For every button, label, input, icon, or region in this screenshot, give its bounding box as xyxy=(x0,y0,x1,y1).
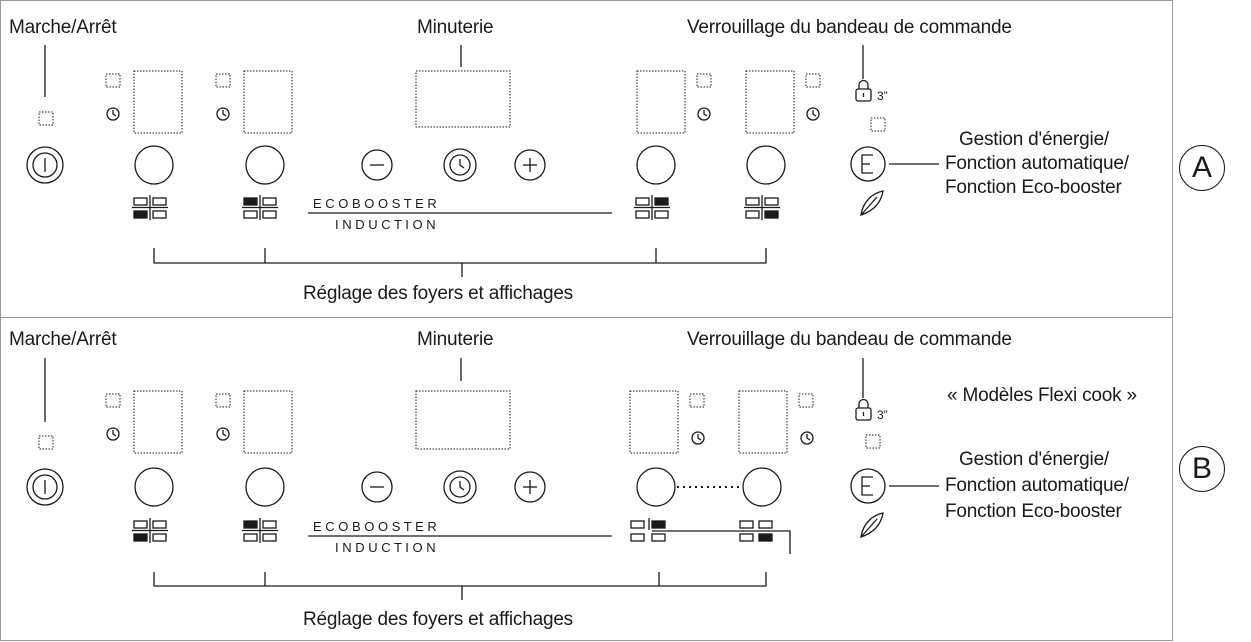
zone-3-timer-icon xyxy=(691,431,705,445)
zone-4-display xyxy=(738,390,788,454)
panel-a-badge: A xyxy=(1179,145,1225,191)
zone-2-position-icon xyxy=(242,518,278,543)
timer-label: Minuterie xyxy=(417,329,494,350)
zone-2-timer-icon xyxy=(216,427,230,441)
zone-3-position-icon xyxy=(634,195,670,220)
zone-4-timer-icon xyxy=(806,107,820,121)
panel-a: E C O B O O S T E R I N D U C T I O N 3”… xyxy=(0,0,1173,318)
energy-label-line1: Gestion d'énergie/ xyxy=(959,129,1110,150)
minus-button xyxy=(361,471,393,503)
eco-booster-text: E C O B O O S T E R xyxy=(313,519,437,534)
panel-b: E C O B O O S T E R I N D U C T I O N 3”… xyxy=(0,317,1173,641)
energy-label-line3: Fonction Eco-booster xyxy=(945,501,1122,522)
timer-display xyxy=(415,390,511,450)
energy-label-line1: Gestion d'énergie/ xyxy=(959,449,1110,470)
power-label: Marche/Arrêt xyxy=(9,17,117,38)
zone-2-display xyxy=(243,390,293,454)
timer-button xyxy=(443,148,477,182)
zone-1-display xyxy=(133,70,183,134)
lock-time-text: 3” xyxy=(877,89,888,103)
zone-4-timer-icon xyxy=(800,431,814,445)
lock-icon xyxy=(855,398,872,421)
zone-1-timer-icon xyxy=(106,427,120,441)
lock-label: Verrouillage du bandeau de commande xyxy=(687,17,1012,38)
zone-4-display xyxy=(745,70,795,134)
zone-4-button xyxy=(746,145,786,185)
induction-text: I N D U C T I O N xyxy=(335,217,436,232)
minus-button xyxy=(361,149,393,181)
zone-3-display xyxy=(636,70,686,134)
power-button xyxy=(26,146,64,184)
lock-label: Verrouillage du bandeau de commande xyxy=(687,329,1012,350)
panel-a-diagram: E C O B O O S T E R I N D U C T I O N 3” xyxy=(26,45,939,277)
zones-label: Réglage des foyers et affichages xyxy=(303,609,573,630)
plus-button xyxy=(514,471,546,503)
zone-2-timer-icon xyxy=(216,107,230,121)
zone-3-display xyxy=(629,390,679,454)
zones-label: Réglage des foyers et affichages xyxy=(303,283,573,304)
power-label: Marche/Arrêt xyxy=(9,329,117,350)
leaf-icon xyxy=(860,190,884,216)
timer-display xyxy=(415,70,511,128)
energy-label-line3: Fonction Eco-booster xyxy=(945,177,1122,198)
zone-1-timer-icon xyxy=(106,107,120,121)
plus-button xyxy=(514,149,546,181)
zone-3-button xyxy=(636,467,676,507)
zone-2-display xyxy=(243,70,293,134)
zone-4-position-icon xyxy=(744,195,780,220)
power-button xyxy=(26,468,64,506)
lock-time-text: 3” xyxy=(877,408,888,422)
zone-1-display xyxy=(133,390,183,454)
zone-3-button xyxy=(636,145,676,185)
zone-2-button xyxy=(245,467,285,507)
energy-label-line2: Fonction automatique/ xyxy=(945,475,1129,496)
lock-icon xyxy=(855,79,872,102)
power-indicator-led xyxy=(38,435,54,450)
power-indicator-led xyxy=(38,111,54,126)
panel-b-diagram: E C O B O O S T E R I N D U C T I O N 3” xyxy=(26,358,939,600)
leaf-icon xyxy=(860,512,884,538)
timer-label: Minuterie xyxy=(417,17,494,38)
zones-bracket xyxy=(153,572,767,587)
zone-4-button xyxy=(742,467,782,507)
zone-1-position-icon xyxy=(132,195,168,220)
zone-1-position-icon xyxy=(132,518,168,543)
zones-bracket xyxy=(153,248,767,264)
energy-label-line2: Fonction automatique/ xyxy=(945,153,1129,174)
zone-1-button xyxy=(134,145,174,185)
energy-button xyxy=(850,146,886,182)
zone-2-position-icon xyxy=(242,195,278,220)
induction-text: I N D U C T I O N xyxy=(335,540,436,555)
flexi-position-icon xyxy=(630,518,791,554)
flexi-label: « Modèles Flexi cook » xyxy=(947,385,1137,406)
panel-b-badge: B xyxy=(1179,446,1225,492)
energy-button xyxy=(850,468,886,504)
timer-button xyxy=(443,470,477,504)
zone-1-button xyxy=(134,467,174,507)
zone-2-button xyxy=(245,145,285,185)
eco-booster-text: E C O B O O S T E R xyxy=(313,196,437,211)
zone-3-timer-icon xyxy=(697,107,711,121)
